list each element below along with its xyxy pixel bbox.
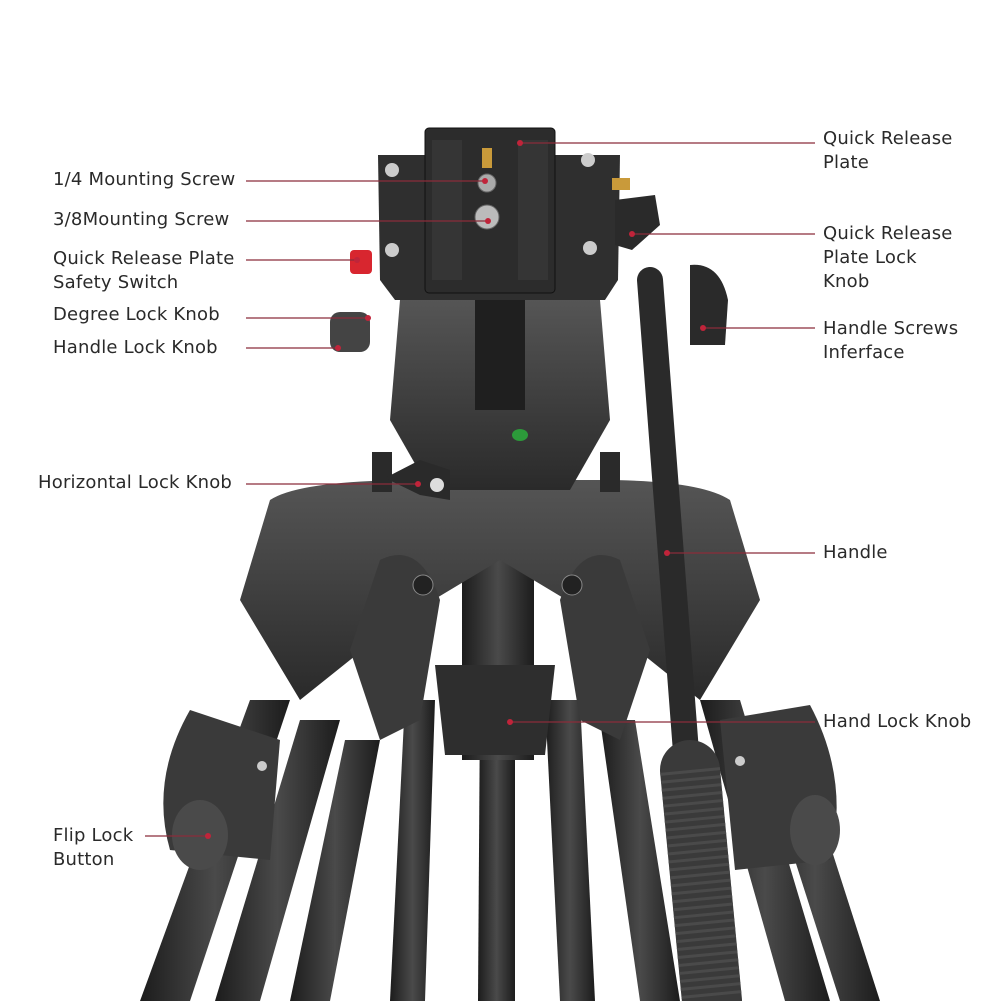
label-line: Safety Switch (53, 272, 179, 293)
label-handle-lock-knob: Handle Lock Knob (53, 337, 218, 358)
label-line: Plate Lock (823, 247, 917, 268)
hand-lock-knob (435, 665, 555, 755)
qr-plate-lock-knob (615, 195, 660, 250)
label-line: Flip Lock (53, 825, 134, 846)
label-quick-release-plate: Quick Release Plate (823, 127, 953, 175)
label-line: Quick Release Plate (53, 248, 235, 269)
label-qr-plate-lock-knob: Quick Release Plate Lock Knob (823, 222, 953, 294)
handle-screws-interface (690, 264, 728, 345)
label-qr-safety-switch: Quick Release Plate Safety Switch (53, 247, 235, 295)
leader-lines (145, 142, 815, 837)
handle (637, 264, 742, 1001)
tripod-base (240, 480, 760, 700)
label-horizontal-lock-knob: Horizontal Lock Knob (38, 472, 233, 493)
label-line: Button (53, 849, 115, 870)
label-line: Inferface (823, 342, 905, 363)
label-line: Quick Release (823, 223, 953, 244)
label-line: Handle Screws (823, 318, 959, 339)
label-handle: Handle (823, 542, 888, 563)
label-3-8-mounting-screw: 3/8Mounting Screw (53, 209, 230, 230)
label-flip-lock-button: Flip Lock Button (53, 824, 133, 872)
label-handle-screws-interface: Handle Screws Inferface (823, 317, 958, 365)
label-degree-lock-knob: Degree Lock Knob (53, 304, 220, 325)
leader-dots (205, 140, 706, 839)
label-line: Plate (823, 152, 870, 173)
degree-lock-knob (330, 312, 370, 352)
safety-switch (350, 250, 372, 274)
label-line: Quick Release (823, 128, 953, 149)
label-hand-lock-knob: Hand Lock Knob (823, 711, 972, 732)
label-1-4-mounting-screw: 1/4 Mounting Screw (53, 169, 236, 190)
label-line: Knob (823, 271, 870, 292)
